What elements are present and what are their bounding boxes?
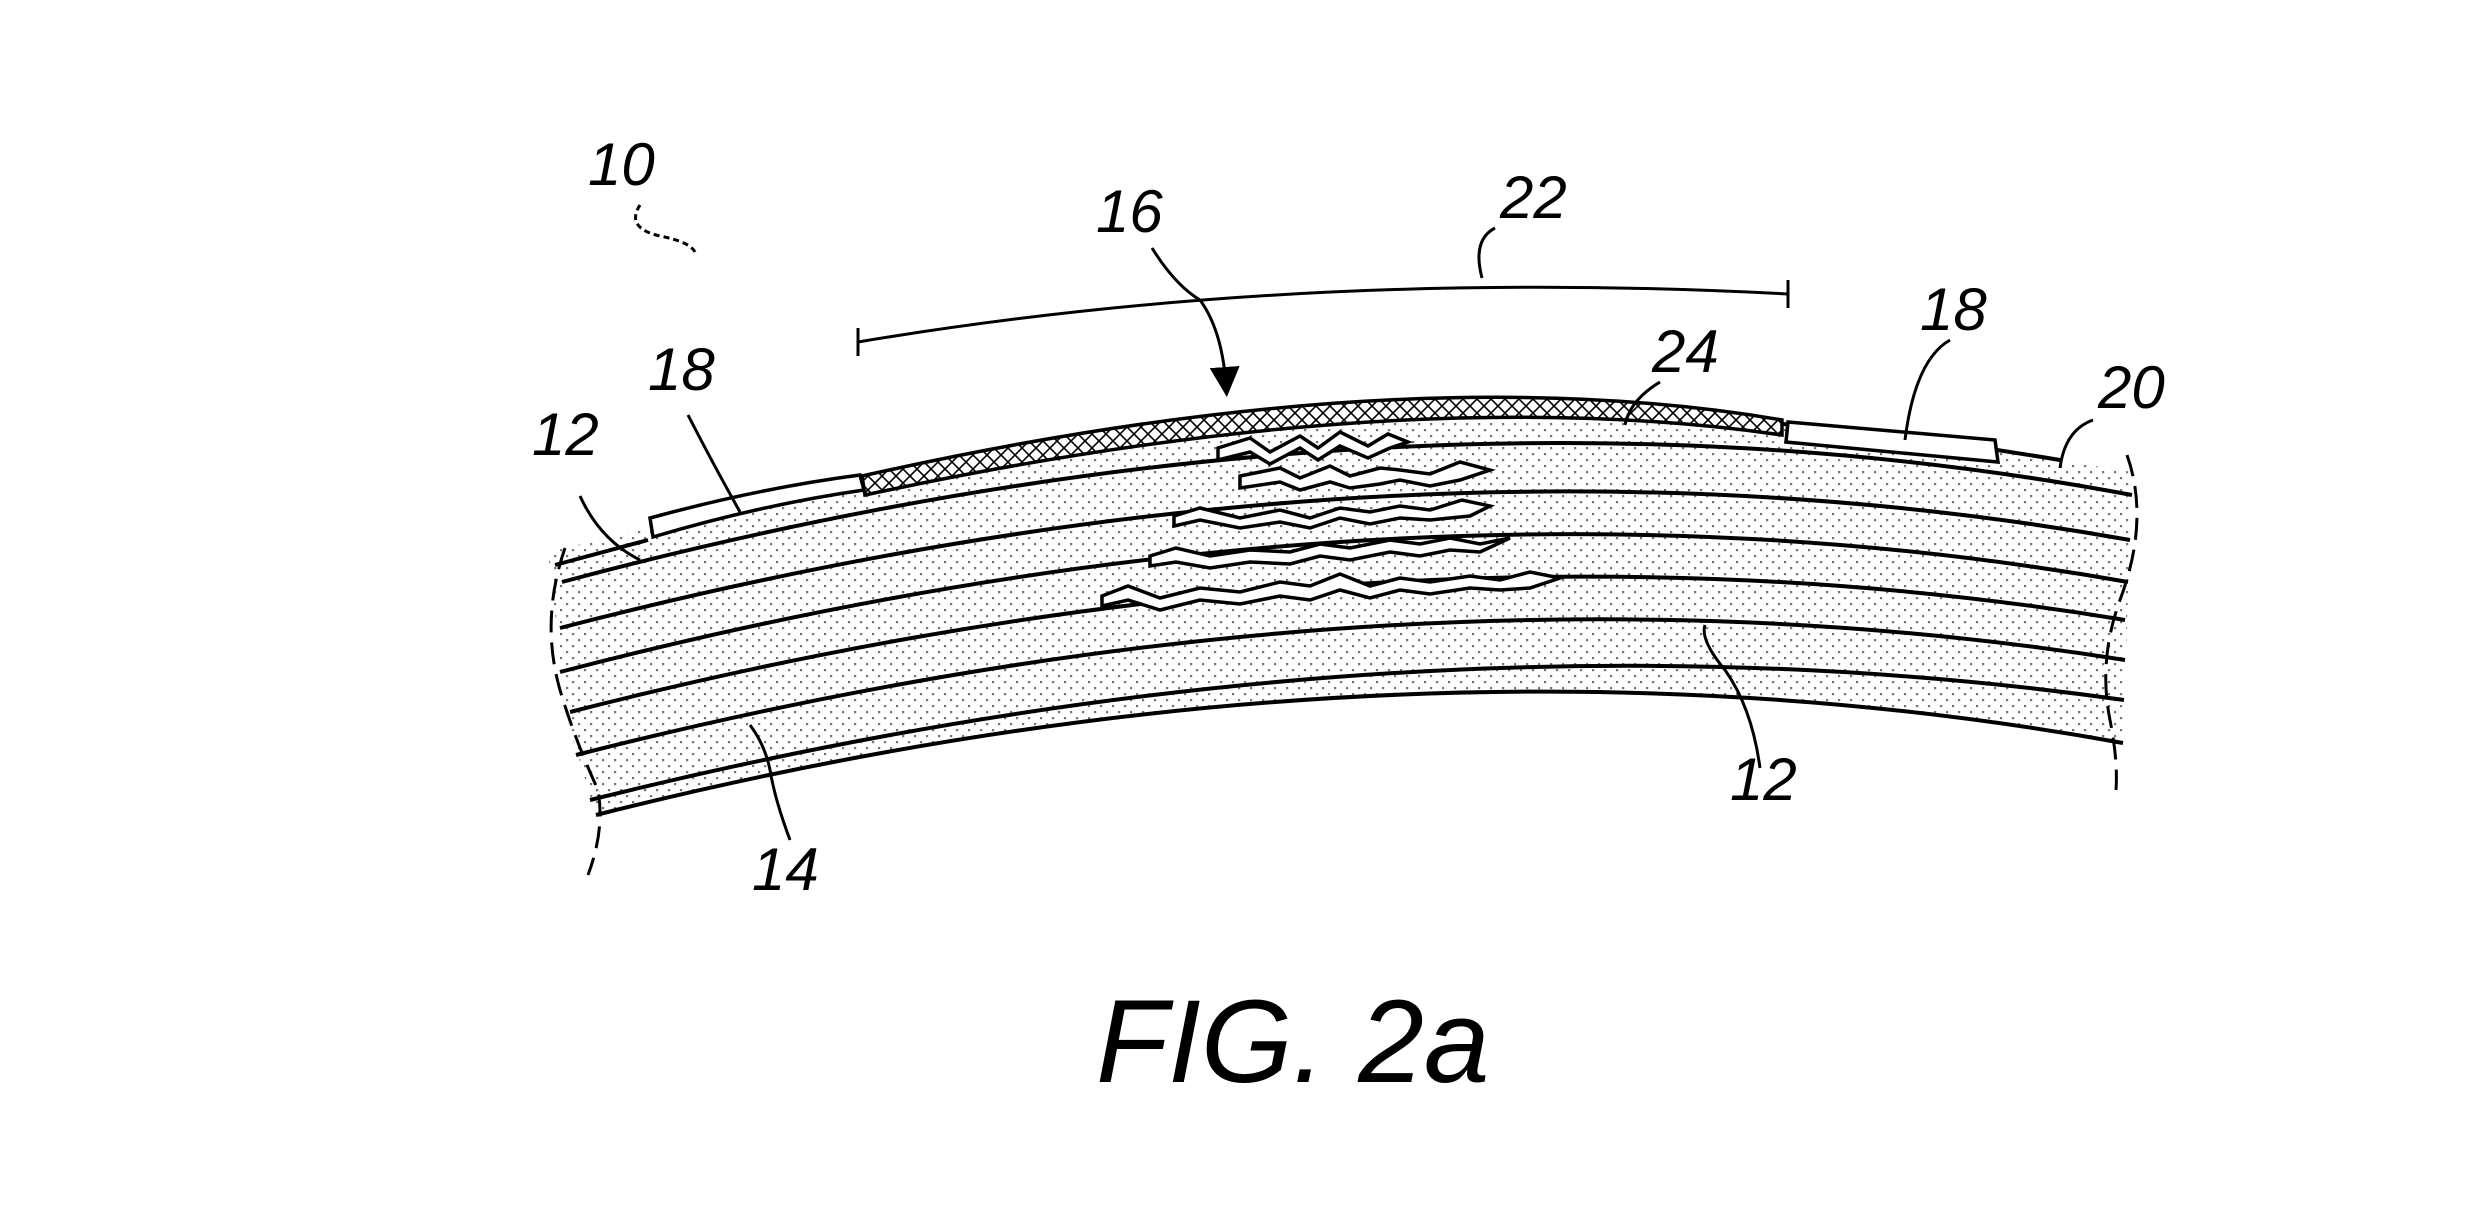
scarf-repair-layer xyxy=(860,395,1784,498)
leader-12-top xyxy=(578,495,641,562)
leader-10 xyxy=(634,204,697,253)
label-20: 20 xyxy=(2097,354,2165,421)
delamination-cracks xyxy=(1100,429,1567,612)
laminate-stack xyxy=(548,412,2132,815)
leader-18-right xyxy=(1903,338,1951,441)
label-22: 22 xyxy=(1499,164,1567,231)
leader-20 xyxy=(2058,418,2094,469)
right-break-edge xyxy=(2104,454,2139,791)
crack-3 xyxy=(1172,498,1496,530)
crack-5 xyxy=(1100,570,1567,612)
repair-zone-bracket xyxy=(856,226,1790,356)
label-18-right: 18 xyxy=(1920,276,1987,343)
label-24: 24 xyxy=(1651,318,1719,385)
leader-14 xyxy=(748,724,792,841)
ply-interface-4 xyxy=(569,574,2126,714)
leader-12-bottom xyxy=(1702,624,1762,769)
label-18-left: 18 xyxy=(648,336,715,403)
label-10: 10 xyxy=(588,131,655,198)
ply-interface-5 xyxy=(575,617,2126,757)
damage-arrow xyxy=(1150,247,1240,397)
crack-2 xyxy=(1238,460,1497,492)
label-12-top: 12 xyxy=(532,401,599,468)
crack-4 xyxy=(1148,536,1511,570)
left-patch xyxy=(648,473,867,540)
label-12-bottom: 12 xyxy=(1730,746,1797,813)
label-14: 14 xyxy=(752,836,819,903)
leader-24 xyxy=(1623,380,1661,426)
bracket-arc xyxy=(857,285,1789,344)
leader-18-left xyxy=(686,414,742,513)
label-16: 16 xyxy=(1096,178,1163,245)
figure-caption: FIG. 2a xyxy=(1096,976,1489,1108)
crack-1 xyxy=(1216,429,1414,467)
ply-interface-2 xyxy=(559,489,2131,630)
leader-lines xyxy=(578,204,2094,841)
right-patch xyxy=(1784,420,2001,464)
label-22-leader xyxy=(1477,226,1496,279)
bottom-surface-line xyxy=(595,689,2124,817)
ply-interface-6 xyxy=(589,663,2125,802)
ply-interface-3 xyxy=(559,532,2129,674)
ply-lines xyxy=(554,407,2133,817)
